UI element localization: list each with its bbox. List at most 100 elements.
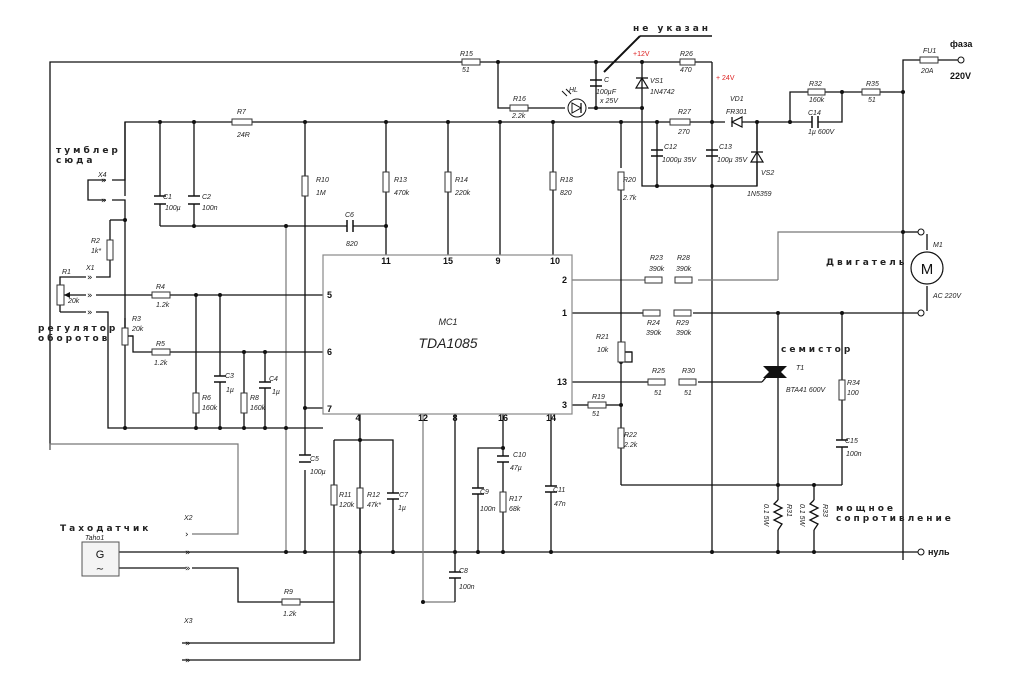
resistor-r19 <box>587 401 607 409</box>
label-ref: C15 <box>845 438 858 445</box>
label-value: 51 <box>684 390 692 397</box>
label-phase: фаза <box>950 39 973 49</box>
ic-tda1085: MC1 TDA1085 11 15 9 10 5 6 7 4 12 8 16 1… <box>322 254 573 423</box>
note-speed-regulator: оборотов <box>38 333 110 344</box>
svg-text:»: » <box>185 564 191 574</box>
resistor-r5 <box>151 348 171 356</box>
label-ref: X2 <box>183 515 193 522</box>
label-value: 1k* <box>91 248 101 255</box>
ic-pin: 3 <box>562 400 567 410</box>
label-value: 51 <box>654 390 662 397</box>
fuse-fu1 <box>919 56 939 64</box>
resistor-r11 <box>330 484 338 506</box>
label-ref: R33 <box>821 504 828 517</box>
label-value: 2.7k <box>622 195 637 202</box>
label-value: 470k <box>394 190 410 197</box>
note-switch: тумблер <box>56 145 121 156</box>
resistor-r33 <box>808 499 820 531</box>
label-value: 100n <box>480 506 496 513</box>
resistor-r4 <box>151 291 171 299</box>
ic-pin: 11 <box>381 256 391 266</box>
ic-pin: 4 <box>355 413 360 423</box>
resistor-r27 <box>669 118 691 126</box>
label-ref: R29 <box>676 320 689 327</box>
ic-pin: 14 <box>546 413 556 423</box>
potentiometer-r21[interactable] <box>617 341 626 363</box>
label-ref: C9 <box>480 489 489 496</box>
label-ref: R24 <box>647 320 660 327</box>
label-value: 160k <box>250 405 266 412</box>
label-value: 20A <box>920 68 934 75</box>
label-ref: R12 <box>367 492 380 499</box>
label-phase-voltage: 220V <box>950 71 971 81</box>
terminal-icons <box>917 56 965 556</box>
label-ref: C11 <box>553 487 565 494</box>
label-ref: R3 <box>132 316 141 323</box>
label-value: 20k <box>67 298 80 305</box>
ic-pin: 8 <box>452 413 457 423</box>
label-ref: VS1 <box>650 78 663 85</box>
label-value: 1µ <box>272 389 280 396</box>
resistor-r35 <box>861 88 881 96</box>
label-value: 220k <box>454 190 471 197</box>
label-value: 100n <box>459 584 475 591</box>
label-ref: X1 <box>85 265 95 272</box>
label-value: 68k <box>509 506 521 513</box>
label-value: 1µ <box>398 505 406 512</box>
note-tacho: Таходатчик <box>60 524 151 534</box>
potentiometer-r3[interactable] <box>121 327 129 346</box>
label-ref: R26 <box>680 51 693 58</box>
svg-text:M: M <box>921 261 934 278</box>
label-value: 51 <box>592 411 600 418</box>
label-value: 1.2k <box>283 611 297 618</box>
label-value: x 25V <box>599 98 619 105</box>
label-value: 47µ <box>510 465 522 472</box>
svg-text:»: » <box>185 548 191 558</box>
label-value: 100µ 35V <box>717 157 748 164</box>
label-ref: R6 <box>202 395 211 402</box>
tacho-generator-icon: G ∼ <box>81 541 120 577</box>
label-value: FR301 <box>726 109 747 116</box>
label-value: 51 <box>868 97 876 104</box>
label-ref: M1 <box>933 242 943 249</box>
potentiometer-r1[interactable] <box>56 284 65 306</box>
label-ref: R8 <box>250 395 259 402</box>
resistor-r24 <box>642 309 661 317</box>
label-value: 1.2k <box>156 302 170 309</box>
resistor-r18 <box>549 171 557 191</box>
label-ref: C10 <box>513 452 526 459</box>
wires <box>49 59 958 661</box>
label-value: 1µ <box>226 387 234 394</box>
label-value: 120k <box>339 502 355 509</box>
svg-text:»: » <box>87 308 93 318</box>
label-value: 2.2k <box>623 442 638 449</box>
label-value: 47k* <box>367 502 381 509</box>
note-speed-regulator: регулятор <box>38 324 118 334</box>
svg-text:›: › <box>185 530 189 540</box>
label-value: 20k <box>131 326 144 333</box>
label-ref: R34 <box>847 380 860 387</box>
label-value: 1µ 600V <box>808 129 836 136</box>
svg-text:»: » <box>185 656 191 666</box>
label-value: 160k <box>202 405 218 412</box>
ic-pin: 1 <box>562 308 567 318</box>
label-ref: C2 <box>202 194 211 201</box>
label-ref: R4 <box>156 284 165 291</box>
svg-text:»: » <box>87 273 93 283</box>
label-ref: C7 <box>399 492 409 499</box>
label-ref: R22 <box>624 432 637 439</box>
ic-pin: 16 <box>498 413 508 423</box>
label-value: 47n <box>554 501 566 508</box>
resistor-r26 <box>679 58 696 66</box>
svg-text:»: » <box>185 639 191 649</box>
resistor-r30 <box>678 378 697 386</box>
resistor-r2 <box>106 239 114 261</box>
label-value: 390k <box>649 266 665 273</box>
diode-vd1-icon <box>730 116 743 128</box>
ic-pin: 2 <box>562 275 567 285</box>
label-ref: R18 <box>560 177 573 184</box>
label-ref: R5 <box>156 341 165 348</box>
label-value: 10k <box>597 347 609 354</box>
label-ref: Taho1 <box>85 535 104 542</box>
